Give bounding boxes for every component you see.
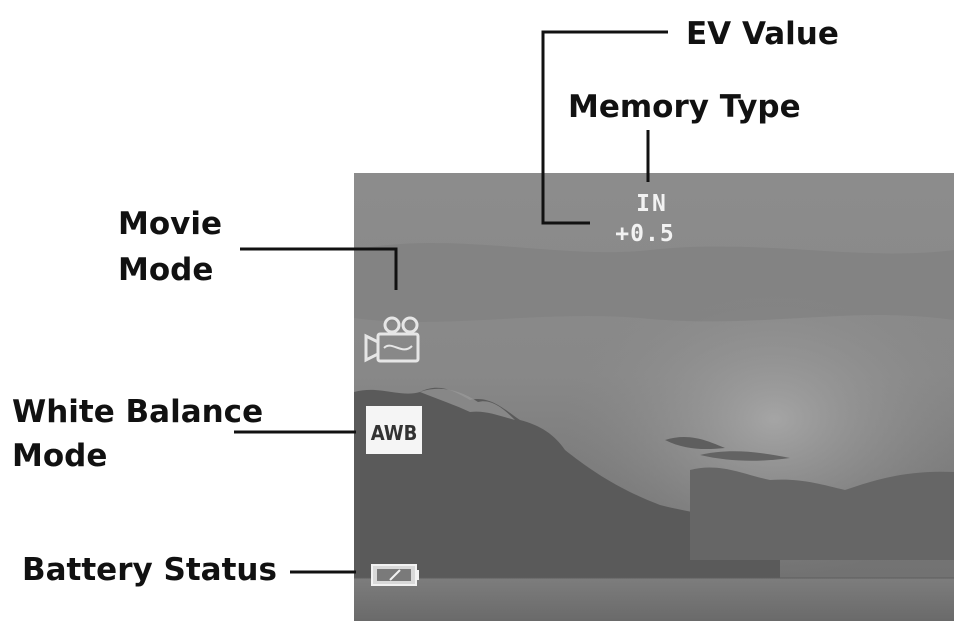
lcd-screen — [354, 173, 954, 621]
ev-value-indicator: +0.5 — [615, 221, 674, 247]
movie-mode-leader — [240, 247, 398, 290]
ev-value-label: EV Value — [686, 16, 839, 52]
movie-camera-icon — [364, 316, 420, 363]
upper-cloud-band — [354, 242, 954, 322]
movie-mode-label-line1: Movie — [118, 206, 222, 242]
white-balance-badge: AWB — [366, 406, 422, 454]
battery-icon — [371, 564, 419, 586]
storm-cloud — [354, 387, 780, 580]
battery-status-label: Battery Status — [22, 552, 277, 588]
white-balance-label-line1: White Balance — [12, 394, 263, 430]
distant-clouds — [690, 467, 954, 560]
ev-value-leader — [541, 30, 668, 225]
sea — [354, 578, 954, 621]
white-balance-label-line2: Mode — [12, 438, 107, 474]
cloud-streak — [665, 437, 725, 450]
memory-type-label: Memory Type — [568, 89, 801, 125]
white-balance-badge-text: AWB — [371, 421, 418, 445]
cloud-streak-2 — [700, 451, 790, 461]
movie-mode-label-line2: Mode — [118, 252, 213, 288]
storm-cloud-highlight — [420, 388, 515, 420]
memory-type-indicator: IN — [636, 191, 668, 217]
